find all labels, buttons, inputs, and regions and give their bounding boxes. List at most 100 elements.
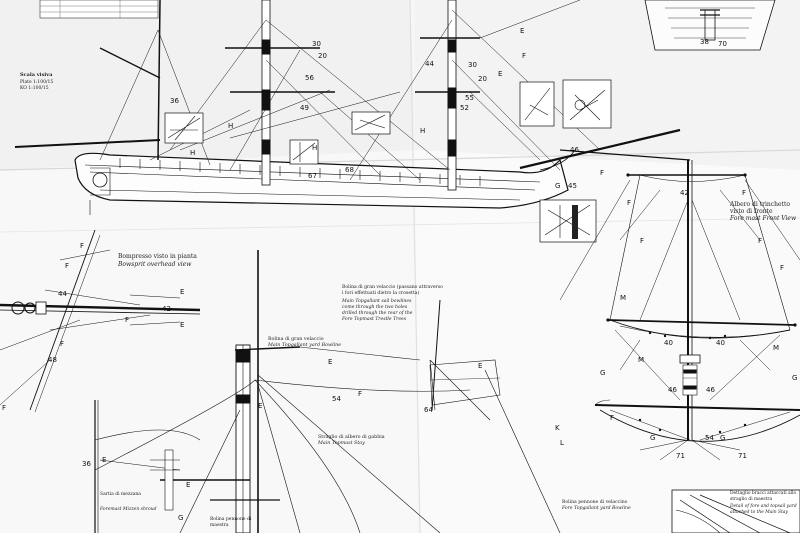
svg-text:70: 70 [718,40,727,48]
legend-table [39,0,159,19]
svg-text:Plate 1:100/15: Plate 1:100/15 [20,79,53,85]
svg-text:Bolina di gran velaccio: Bolina di gran velaccio [268,336,324,342]
svg-text:i fori effettuati dietro la cr: i fori effettuati dietro la crosetta) [342,289,419,296]
svg-text:49: 49 [300,104,309,112]
svg-text:Foremast Mizzen shroud: Foremast Mizzen shroud [99,506,157,512]
callout-letters: H H H H F E E G F F F F F F M M M G G F … [2,27,797,522]
svg-text:38: 38 [700,38,709,46]
svg-text:Bolina pennone di: Bolina pennone di [210,516,252,522]
svg-text:Bolina pennone di velaccino: Bolina pennone di velaccino [562,499,628,505]
svg-text:F: F [65,262,69,270]
svg-text:Straglio di albero di gabbia: Straglio di albero di gabbia [318,434,385,440]
svg-text:E: E [328,358,332,366]
svg-text:G: G [650,434,655,442]
svg-text:G: G [600,369,605,377]
svg-text:F: F [60,340,64,348]
svg-text:H: H [420,127,425,135]
svg-text:K: K [555,424,560,432]
svg-text:71: 71 [676,452,685,460]
svg-text:67: 67 [308,172,317,180]
svg-text:64: 64 [424,406,433,414]
svg-text:G: G [792,374,797,382]
svg-text:30: 30 [312,40,321,48]
detail-box-bottom [671,489,800,533]
svg-text:F: F [2,404,6,412]
svg-text:maestra: maestra [210,522,229,528]
svg-text:E: E [186,481,190,489]
svg-text:Sartia di mezzana: Sartia di mezzana [100,491,141,497]
svg-text:E: E [180,288,184,296]
text-labels: Bompresso visto in pianta Bowsprit overh… [99,201,797,528]
svg-text:Detail of fore and topsail yar: Detail of fore and topsail yard [729,504,797,509]
ship-profile [14,0,691,215]
mainmast-lower [94,250,561,533]
svg-text:M: M [638,356,644,364]
svg-text:come through the two holes: come through the two holes [342,304,408,310]
foremast-front-view [559,160,800,461]
svg-text:H: H [312,144,317,152]
svg-text:20: 20 [318,52,327,60]
svg-text:H: H [228,122,233,130]
svg-text:M: M [773,344,779,352]
svg-text:Main Topmast Stay: Main Topmast Stay [317,440,365,446]
svg-text:F: F [358,390,362,398]
svg-text:Main Topgallant sail bowlines: Main Topgallant sail bowlines [341,298,412,304]
callout-numbers: 30 20 56 49 36 44 30 20 55 52 46 45 68 6… [48,38,747,468]
svg-text:M: M [620,294,626,302]
svg-text:30: 30 [468,61,477,69]
svg-text:40: 40 [664,339,673,347]
svg-text:F: F [125,316,129,324]
svg-text:E: E [102,456,106,464]
svg-text:F: F [758,237,762,245]
svg-text:G: G [178,514,183,522]
svg-text:54: 54 [705,434,714,442]
svg-text:straglio di maestra: straglio di maestra [730,497,772,502]
svg-text:G: G [555,182,560,190]
svg-text:Fore mast Front View: Fore mast Front View [729,215,797,222]
svg-text:71: 71 [738,452,747,460]
svg-text:drilled through the rear of th: drilled through the rear of the [342,310,413,316]
svg-text:52: 52 [460,104,469,112]
svg-text:Bolina di gran velaccio (passa: Bolina di gran velaccio (passano attrave… [342,283,443,290]
svg-text:44: 44 [425,60,434,68]
svg-text:visto di fronte: visto di fronte [729,208,773,215]
svg-text:Dettaglio bracci attaccati all: Dettaglio bracci attaccati allo [730,491,796,496]
svg-text:Fore Topgallant yard Bowline: Fore Topgallant yard Bowline [561,505,631,511]
svg-text:46: 46 [668,386,677,394]
svg-text:Bowsprit overhead view: Bowsprit overhead view [117,261,192,268]
svg-text:F: F [610,414,614,422]
svg-text:45: 45 [568,182,577,190]
svg-text:H: H [190,149,195,157]
svg-text:20: 20 [478,75,487,83]
svg-text:36: 36 [170,97,179,105]
svg-text:46: 46 [570,146,579,154]
svg-text:Main Topgallant yard Bowline: Main Topgallant yard Bowline [267,342,341,348]
svg-text:L: L [560,439,564,447]
bowsprit-overhead [0,229,201,413]
svg-text:E: E [498,70,502,78]
svg-text:55: 55 [465,94,474,102]
svg-text:E: E [258,402,262,410]
svg-text:E: E [478,362,482,370]
svg-text:E: E [520,27,524,35]
svg-text:F: F [627,199,631,207]
svg-text:F: F [640,237,644,245]
svg-text:F: F [600,169,604,177]
svg-text:attached to the Main Stay: attached to the Main Stay [730,510,788,515]
detail-insets [164,0,776,243]
svg-text:36: 36 [82,460,91,468]
svg-text:40: 40 [716,339,725,347]
svg-text:Albero di trinchetto: Albero di trinchetto [729,201,790,208]
scale-label: Scala visiva Plate 1:100/15 KO 1:100/15 [20,72,53,91]
svg-text:68: 68 [345,166,354,174]
svg-text:46: 46 [706,386,715,394]
svg-text:44: 44 [58,290,67,298]
svg-text:42: 42 [162,305,171,313]
svg-text:F: F [80,242,84,250]
svg-text:F: F [742,189,746,197]
svg-text:56: 56 [305,74,314,82]
svg-text:42: 42 [680,189,689,197]
svg-text:F: F [780,264,784,272]
